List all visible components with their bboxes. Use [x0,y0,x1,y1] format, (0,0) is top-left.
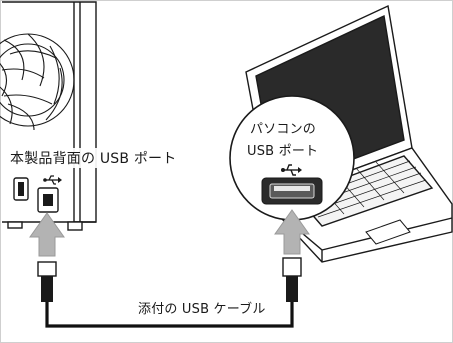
cable-label: 添付の USB ケーブル [132,298,272,317]
fan-grille [0,33,75,131]
usb-b-plug [37,261,57,277]
rear-usb-port-label: 本製品背面の USB ポート [8,148,179,168]
pc-usb-callout [229,95,355,221]
usb-trident-icon [43,175,62,185]
insert-arrow-right [274,209,310,255]
pc-usb-label-line1: パソコンの [250,122,317,137]
usb-cable [37,257,302,328]
usb-trident-icon [281,164,302,176]
pc-usb-label-line2: USB ポート [247,144,319,159]
cable-line [45,302,294,328]
insert-arrow-left [29,212,65,257]
laptop-touchpad [365,219,411,245]
usb-a-plug [282,257,302,277]
device-rear-panel [0,1,97,231]
